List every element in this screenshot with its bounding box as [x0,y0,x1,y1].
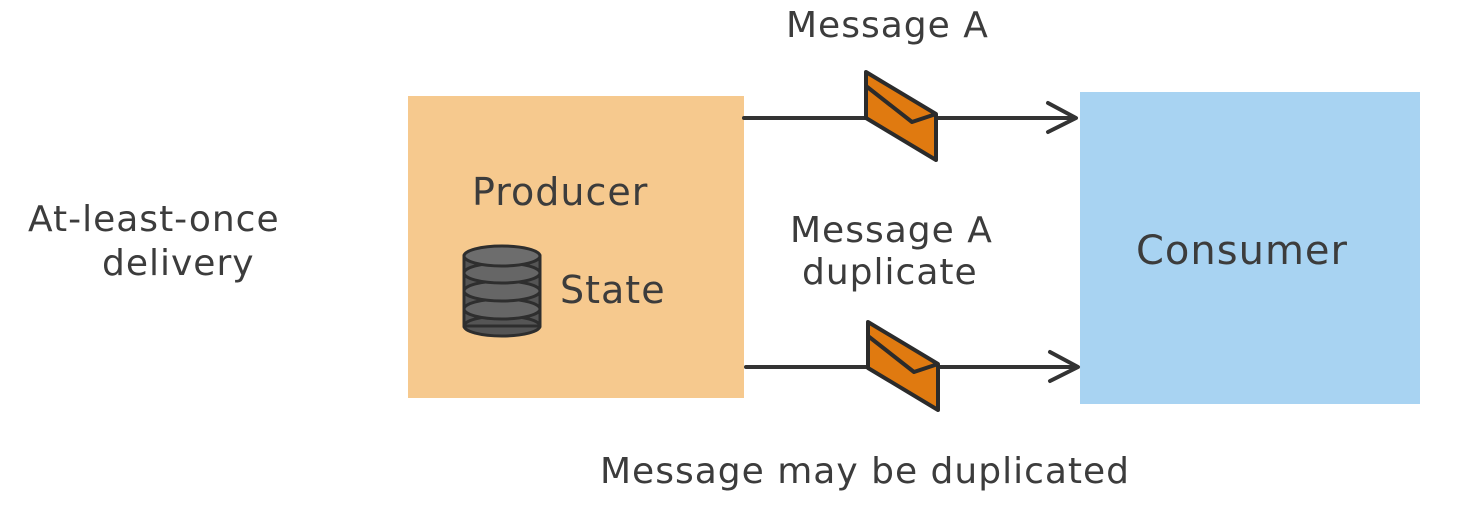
duplicate-message-label: Message A duplicate [790,210,993,294]
delivery-semantics-label-line1: At-least-once [28,199,280,240]
database-icon [462,244,542,338]
bottom-caption: Message may be duplicated [600,451,1131,492]
top-message-label: Message A [786,5,989,46]
producer-label: Producer [472,170,649,214]
envelope-icon [864,70,938,162]
duplicate-message-label-line2: duplicate [802,252,978,293]
delivery-semantics-label-line2: delivery [102,243,255,284]
state-label: State [560,268,666,312]
consumer-label: Consumer [1136,228,1348,274]
duplicate-message-label-line1: Message A [790,210,993,251]
producer-box [408,96,744,398]
consumer-box [1080,92,1420,404]
delivery-semantics-label: At-least-once delivery [28,198,280,286]
envelope-icon [866,320,940,412]
